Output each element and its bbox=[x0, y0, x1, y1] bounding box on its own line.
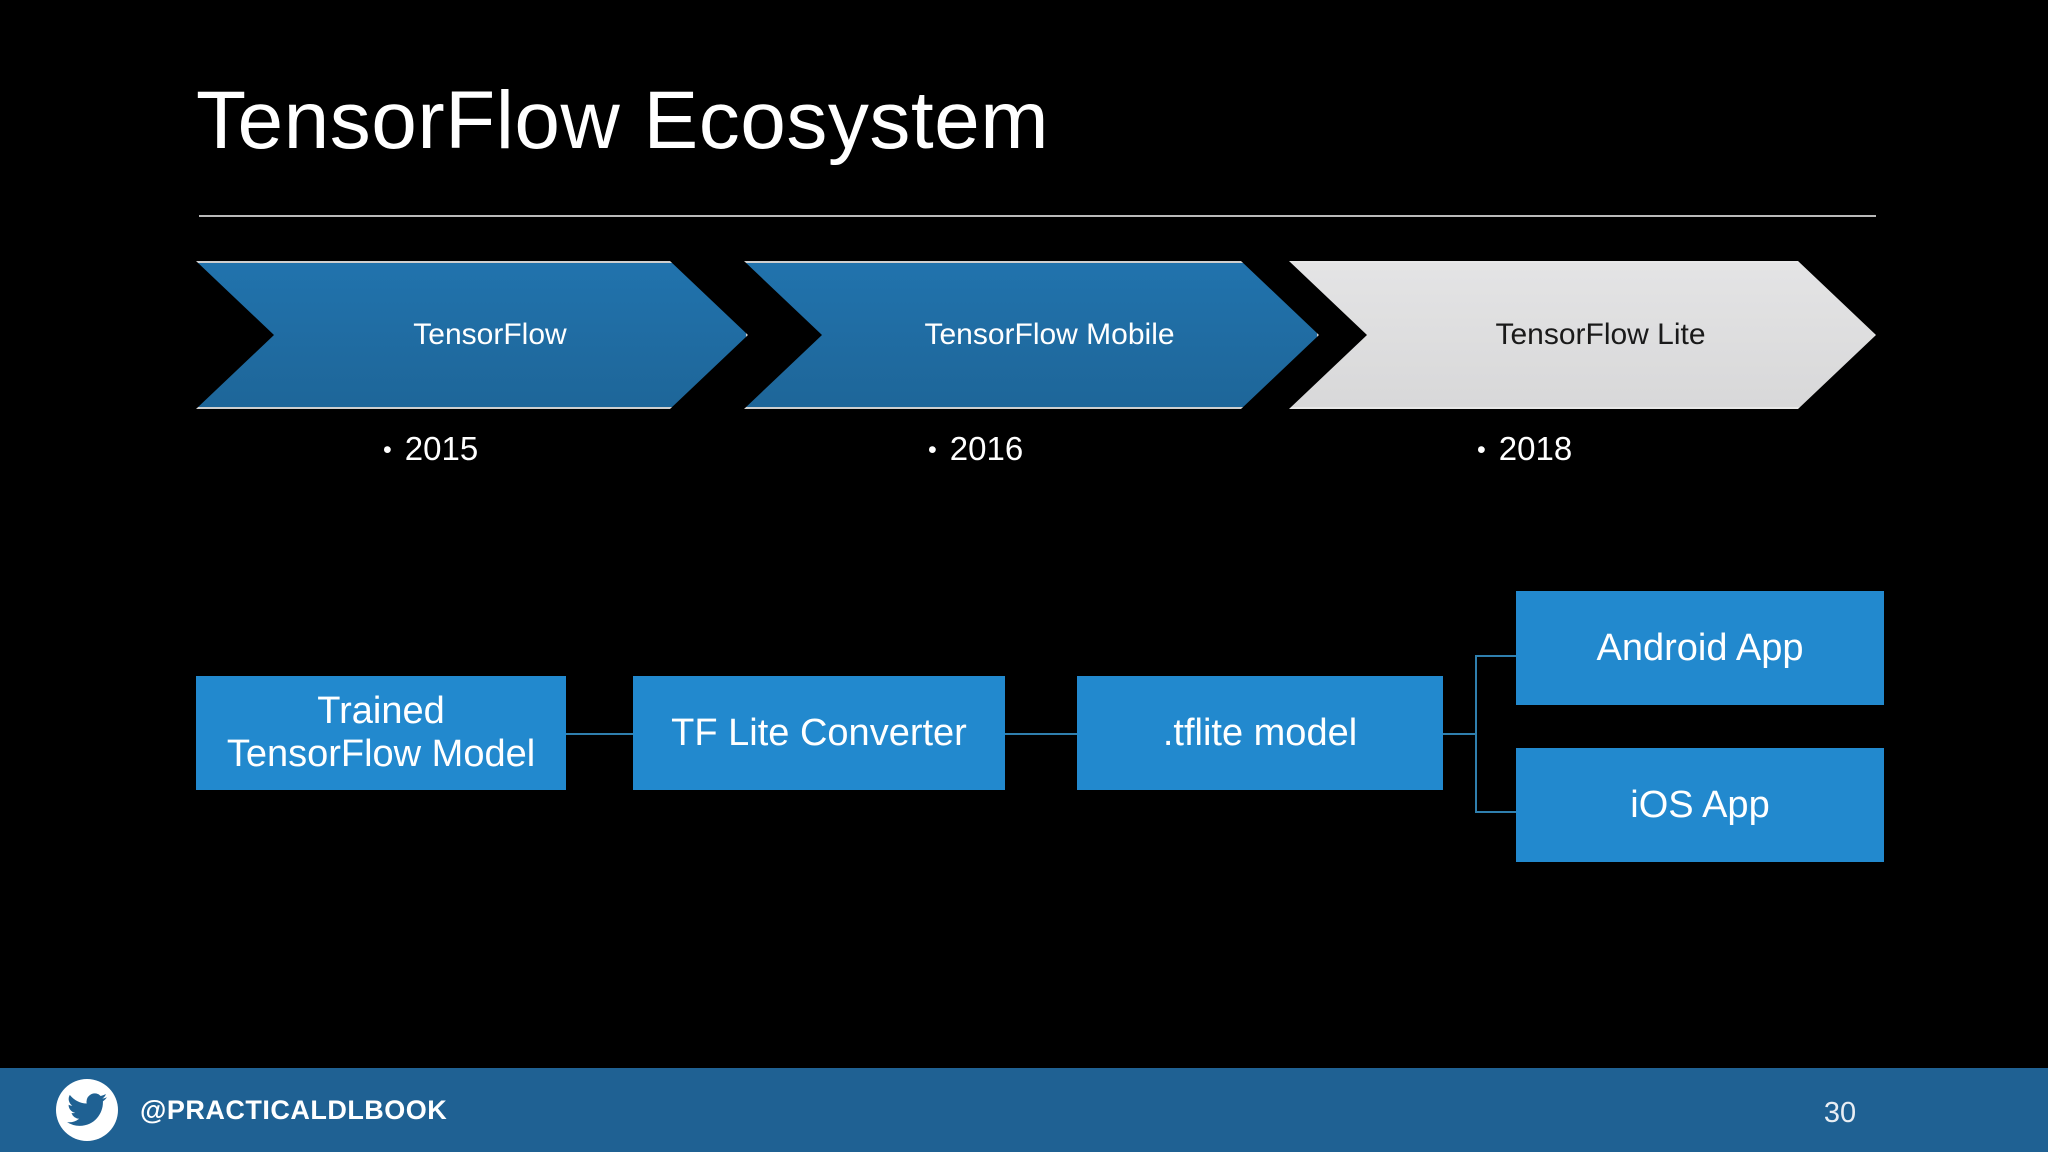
flow-node-label: Trained TensorFlow Model bbox=[227, 690, 535, 775]
connector-tflite-to-branch bbox=[1443, 733, 1477, 735]
flow-node-tflite-converter[interactable]: TF Lite Converter bbox=[633, 676, 1005, 790]
flow-node-tflite-model[interactable]: .tflite model bbox=[1077, 676, 1443, 790]
year-label: 2016 bbox=[949, 430, 1024, 467]
process-step-tensorflow-lite[interactable]: TensorFlow Lite bbox=[1289, 261, 1876, 409]
footer-bar bbox=[0, 1068, 2048, 1152]
twitter-handle-label: @PRACTICALDLBOOK bbox=[140, 1095, 448, 1125]
twitter-bird-icon[interactable] bbox=[56, 1079, 118, 1141]
process-step-label: TensorFlow Lite bbox=[1495, 318, 1706, 351]
flow-node-ios-app[interactable]: iOS App bbox=[1516, 748, 1884, 862]
flow-node-label-line1: Trained bbox=[317, 690, 445, 733]
flow-node-trained-model[interactable]: Trained TensorFlow Model bbox=[196, 676, 566, 790]
year-bullet-2018: • 2018 bbox=[1477, 432, 1572, 465]
year-bullet-2016: • 2016 bbox=[928, 432, 1023, 465]
flow-node-label: .tflite model bbox=[1162, 711, 1358, 754]
flow-node-label: iOS App bbox=[1630, 783, 1770, 826]
connector-converter-to-tflite bbox=[1005, 733, 1077, 735]
process-step-tensorflow-mobile[interactable]: TensorFlow Mobile bbox=[744, 261, 1319, 409]
bullet-dot-icon: • bbox=[1477, 436, 1486, 464]
process-step-tensorflow[interactable]: TensorFlow bbox=[196, 261, 748, 409]
process-step-label: TensorFlow bbox=[413, 318, 567, 351]
year-label: 2015 bbox=[404, 430, 479, 467]
bullet-dot-icon: • bbox=[928, 436, 937, 464]
process-step-label: TensorFlow Mobile bbox=[924, 318, 1175, 351]
connector-branch-to-ios bbox=[1475, 811, 1518, 813]
bullet-dot-icon: • bbox=[383, 436, 392, 464]
flow-node-label: TF Lite Converter bbox=[671, 711, 967, 754]
page-number: 30 bbox=[1823, 1097, 1857, 1129]
flow-node-label: Android App bbox=[1596, 626, 1804, 669]
connector-branch-to-android bbox=[1475, 655, 1518, 657]
connector-branch-trunk bbox=[1475, 655, 1477, 813]
page-title: TensorFlow Ecosystem bbox=[196, 75, 1050, 166]
year-label: 2018 bbox=[1498, 430, 1573, 467]
process-chevron-row: TensorFlow TensorFlow Mobile TensorFlow … bbox=[0, 261, 2048, 411]
flow-node-label-line2: TensorFlow Model bbox=[226, 733, 536, 775]
year-bullet-2015: • 2015 bbox=[383, 432, 478, 465]
connector-model-to-converter bbox=[566, 733, 633, 735]
title-divider bbox=[199, 215, 1876, 217]
flow-node-android-app[interactable]: Android App bbox=[1516, 591, 1884, 705]
